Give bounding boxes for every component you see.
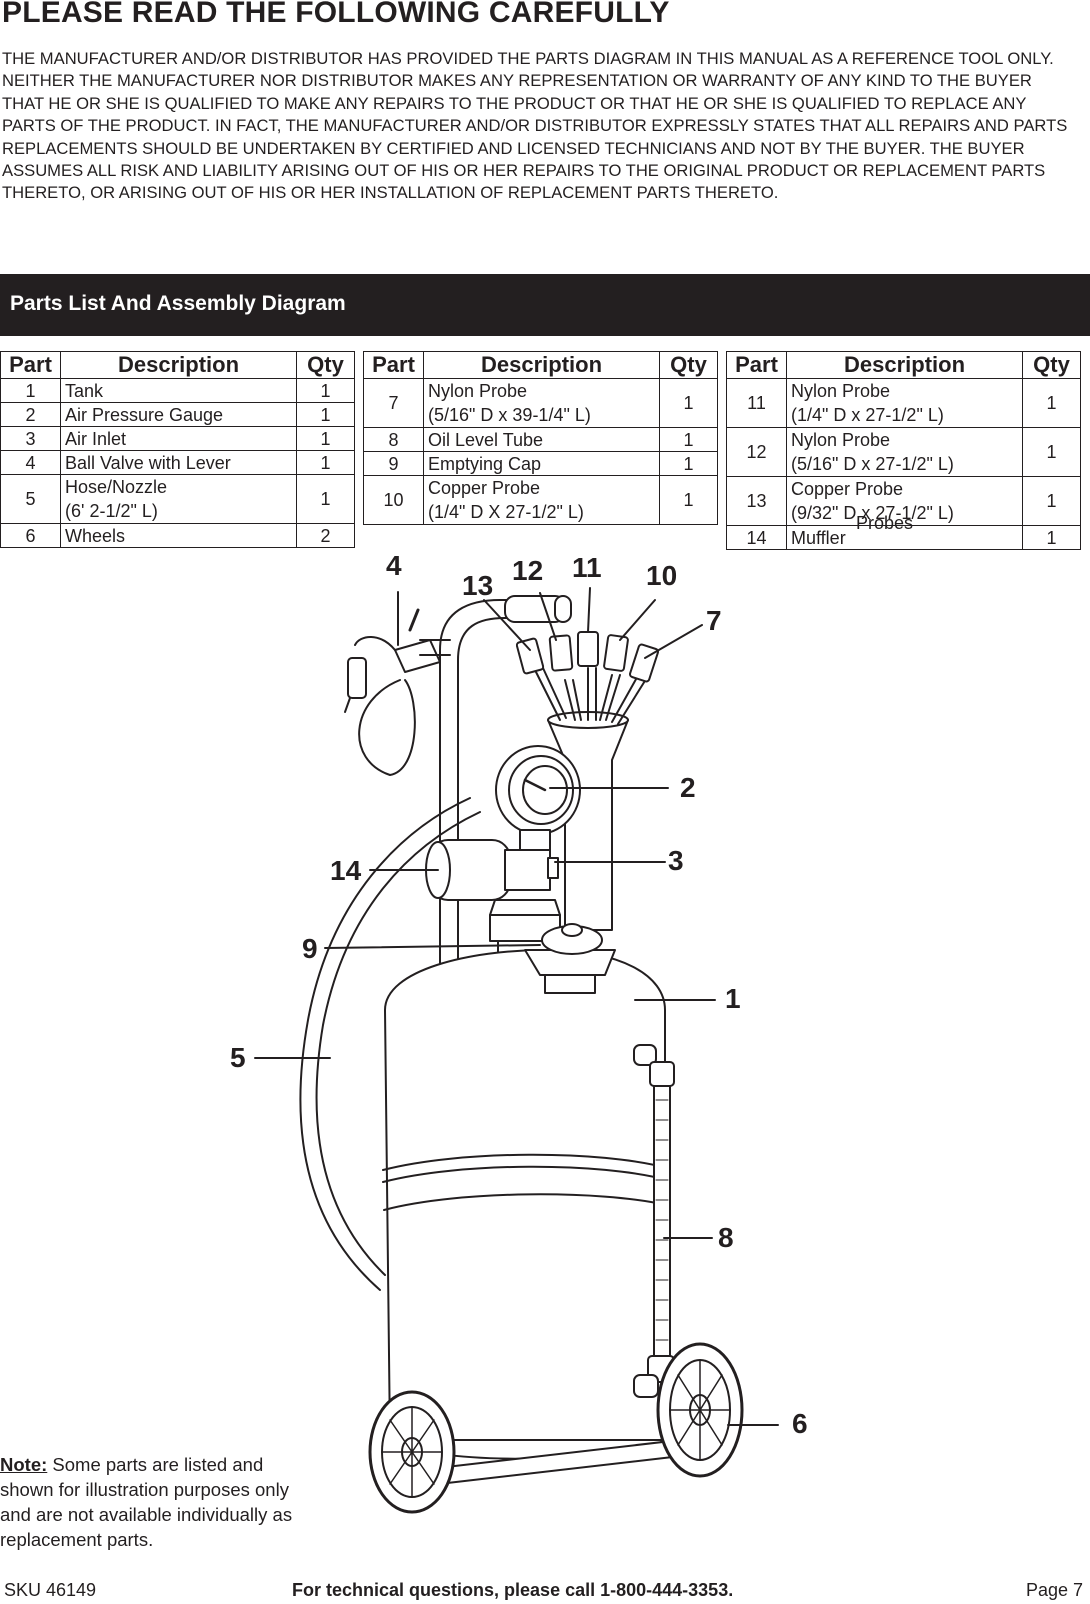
part-number: 1 (0, 378, 61, 403)
callout-2: 2 (680, 772, 696, 803)
probes-overlay-label: Probes (856, 513, 914, 533)
description-line-1: Copper Probe (791, 479, 904, 499)
section-banner: Parts List And Assembly Diagram (0, 274, 1090, 336)
oil-tube-illustration (633, 1044, 675, 1398)
leader-lines (254, 587, 779, 1426)
part-number: 12 (726, 427, 787, 477)
description-line-1: Nylon Probe (428, 381, 528, 401)
inlet-assembly-illustration (425, 839, 561, 962)
table-row: 13 Copper Probe(9/32" D x 27-1/2" L) 1 (726, 476, 1081, 526)
part-qty: 2 (296, 523, 355, 548)
part-description: Muffler (786, 525, 1023, 550)
part-description: Nylon Probe (1/4" D x 27-1/2" L) (786, 378, 1023, 428)
description-line-2: (5/16" D x 27-1/2" L) (791, 454, 954, 474)
part-description: Wheels (60, 523, 297, 548)
probes-illustration (515, 631, 659, 725)
callout-6: 6 (792, 1408, 808, 1439)
table-row: 2 Air Pressure Gauge 1 (0, 402, 355, 427)
part-number: 7 (363, 378, 424, 428)
callout-4: 4 (386, 550, 402, 581)
frame-illustration (419, 595, 572, 1266)
callout-10: 10 (646, 560, 678, 591)
callout-11: 11 (572, 552, 602, 583)
part-number: 8 (363, 427, 424, 452)
part-qty: 1 (659, 378, 718, 428)
callout-3: 3 (668, 845, 684, 876)
callout-8: 8 (718, 1222, 734, 1253)
hose-illustration (299, 608, 481, 1291)
part-description: Ball Valve with Lever (60, 450, 297, 475)
col-header-part: Part (363, 351, 424, 379)
callout-12: 12 (512, 555, 544, 586)
part-description: Oil Level Tube (423, 427, 660, 452)
part-qty: 1 (1022, 378, 1081, 428)
table-row: 8 Oil Level Tube 1 (363, 427, 718, 452)
disclaimer-text: THE MANUFACTURER AND/OR DISTRIBUTOR HAS … (2, 49, 1068, 203)
table-row: 5 Hose/Nozzle(6' 2-1/2" L) 1 (0, 474, 355, 524)
part-description: Air Inlet (60, 426, 297, 451)
callout-13: 13 (462, 570, 494, 601)
callout-9: 9 (302, 933, 318, 964)
table-row: 12 Nylon Probe (5/16" D x 27-1/2" L) 1 (726, 427, 1081, 477)
footer-sku: SKU 46149 (4, 1580, 97, 1600)
table-row: 6 Wheels 2 (0, 523, 355, 548)
wheels-illustration (368, 1342, 744, 1514)
col-header-description: Description (60, 351, 297, 379)
footer-page: Page 7 (1026, 1580, 1084, 1600)
description-line-1: Copper Probe (428, 478, 541, 498)
description-line-2: (1/4" D x 27-1/2" L) (791, 405, 944, 425)
table-row: 4 Ball Valve with Lever 1 (0, 450, 355, 475)
part-description: Copper Probe (9/32" D x 27-1/2" L) (786, 476, 1023, 526)
table-row: 14 Muffler 1 (726, 525, 1081, 550)
parts-table-1: Part Description Qty 1 Tank 1 2 Air Pres… (0, 351, 355, 548)
description-line-2: (9/32" D x 27-1/2" L) (791, 503, 954, 523)
description-line-1: Nylon Probe (791, 430, 891, 450)
part-qty: 1 (296, 450, 355, 475)
callout-14: 14 (330, 855, 362, 886)
col-header-qty: Qty (296, 351, 355, 379)
callout-5: 5 (230, 1042, 246, 1073)
section-title: Parts List And Assembly Diagram (10, 292, 346, 315)
part-qty: 1 (659, 451, 718, 476)
part-number: 6 (0, 523, 61, 548)
part-qty: 1 (296, 378, 355, 403)
col-header-qty: Qty (659, 351, 718, 379)
part-description: Copper Probe (1/4" D X 27-1/2" L) (423, 475, 660, 525)
part-description: Nylon Probe (5/16" D x 39-1/4" L) (423, 378, 660, 428)
callout-7: 7 (706, 605, 722, 636)
part-qty: 1 (1022, 525, 1081, 550)
part-description: Nylon Probe (5/16" D x 27-1/2" L) (786, 427, 1023, 477)
description-line-2: (1/4" D X 27-1/2" L) (428, 502, 584, 522)
note-label: Note: (0, 1454, 48, 1475)
emptying-cap-illustration (524, 923, 616, 994)
description-line-2: (6' 2-1/2" L) (65, 501, 158, 521)
note-body: Some parts are listed and shown for illu… (0, 1454, 293, 1550)
page-heading: PLEASE READ THE FOLLOWING CAREFULLY (2, 0, 670, 29)
description-line-2: (5/16" D x 39-1/4" L) (428, 405, 591, 425)
parts-table-2: Part Description Qty 7 Nylon Probe (5/16"… (363, 351, 718, 525)
footer-tech-line: For technical questions, please call 1-8… (292, 1580, 734, 1600)
part-qty: 1 (1022, 427, 1081, 477)
col-header-description: Description (786, 351, 1023, 379)
note-text: Note: Some parts are listed and shown fo… (0, 1452, 320, 1552)
callout-1: 1 (725, 983, 741, 1014)
part-qty: 1 (659, 475, 718, 525)
part-description: Emptying Cap (423, 451, 660, 476)
description-line-1: Nylon Probe (791, 381, 891, 401)
table-row: 7 Nylon Probe (5/16" D x 39-1/4" L) 1 (363, 378, 718, 428)
description-line-1: Hose/Nozzle (65, 477, 168, 497)
col-header-part: Part (0, 351, 61, 379)
tank-illustration (382, 949, 668, 1460)
col-header-qty: Qty (1022, 351, 1081, 379)
table-row: 10 Copper Probe(1/4" D X 27-1/2" L) 1 (363, 475, 718, 525)
parts-table-3: Part Description Qty 11 Nylon Probe(1/4"… (726, 351, 1081, 550)
part-number: 14 (726, 525, 787, 550)
col-header-part: Part (726, 351, 787, 379)
gauge-illustration (495, 745, 581, 863)
col-header-description: Description (423, 351, 660, 379)
table-row: 9 Emptying Cap 1 (363, 451, 718, 476)
part-description: Air Pressure Gauge (60, 402, 297, 427)
